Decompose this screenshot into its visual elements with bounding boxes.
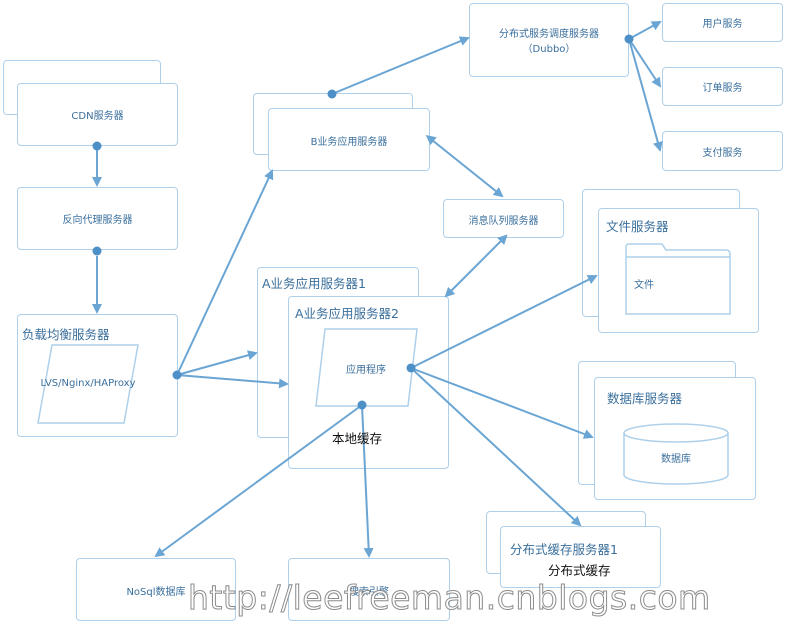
mq-label: 消息队列服务器: [468, 216, 539, 227]
edge-app-to-file: [410, 275, 598, 369]
pay-service-label: 支付服务: [702, 148, 743, 159]
app-program-label: 应用程序: [346, 365, 386, 376]
b-app-server: [268, 108, 430, 171]
dubbo-server: [469, 3, 629, 77]
dist-cache-label: 分布式缓存: [548, 563, 611, 578]
a-app2-label: A业务应用服务器2: [295, 306, 400, 321]
user-service: [662, 3, 783, 42]
edge-lb-to-b-app: [176, 169, 274, 376]
file-label: 文件: [634, 280, 654, 291]
db-label: 数据库: [661, 454, 691, 465]
edge-dubbo-to-order: [628, 38, 662, 88]
reverse-proxy-server: [17, 187, 178, 250]
pay-service: [662, 131, 783, 171]
file-server-label: 文件服务器: [606, 219, 669, 234]
reverse-proxy-label: 反向代理服务器: [62, 215, 133, 226]
cdn-server-label: CDN服务器: [71, 111, 124, 122]
db-server-label: 数据库服务器: [607, 391, 683, 406]
watermark: http://leefreeman.cnblogs.com: [188, 578, 711, 618]
load-balancer-label: 负载均衡服务器: [22, 327, 110, 342]
search-engine: [288, 558, 450, 621]
dubbo-label-line1: 分布式服务调度服务器: [499, 29, 599, 40]
app-program-shape: [315, 328, 418, 407]
order-service-label: 订单服务: [702, 83, 743, 94]
edge-mq-a-app2: [444, 234, 508, 298]
edge-dubbo-to-user: [628, 21, 662, 40]
search-engine-label: 搜索引擎: [349, 587, 389, 598]
edge-cache-to-search: [361, 404, 374, 558]
b-app-label: B业务应用服务器: [310, 137, 388, 148]
dist-cache-server: [500, 526, 661, 588]
user-service-label: 用户服务: [702, 19, 743, 30]
edge-b-app-mq: [425, 135, 504, 198]
nosql-db: [76, 558, 236, 621]
folder-shape: [625, 243, 731, 315]
edge-lb-to-a-app1: [176, 350, 258, 376]
order-service: [662, 67, 783, 106]
edge-lb-to-a-app2: [176, 374, 289, 389]
edge-cache-to-nosql: [154, 404, 363, 558]
edge-app-to-db: [410, 367, 594, 439]
dubbo-label-line2: （Dubbo）: [522, 44, 576, 55]
edge-dubbo-to-pay: [628, 38, 663, 152]
lb-software-shape: [37, 344, 139, 424]
dist-cache-server-label: 分布式缓存服务器1: [510, 542, 618, 557]
a-app1-label: A业务应用服务器1: [262, 276, 367, 291]
db-cylinder: [623, 433, 729, 485]
nosql-label: NoSql数据库: [126, 587, 186, 598]
cdn-server: [17, 83, 178, 146]
local-cache-label: 本地缓存: [332, 431, 383, 446]
lb-software-label: LVS/Nginx/HAProxy: [40, 378, 136, 389]
edge-app-to-dist-cache: [410, 367, 582, 527]
edge-b-app-to-dubbo: [331, 36, 470, 95]
